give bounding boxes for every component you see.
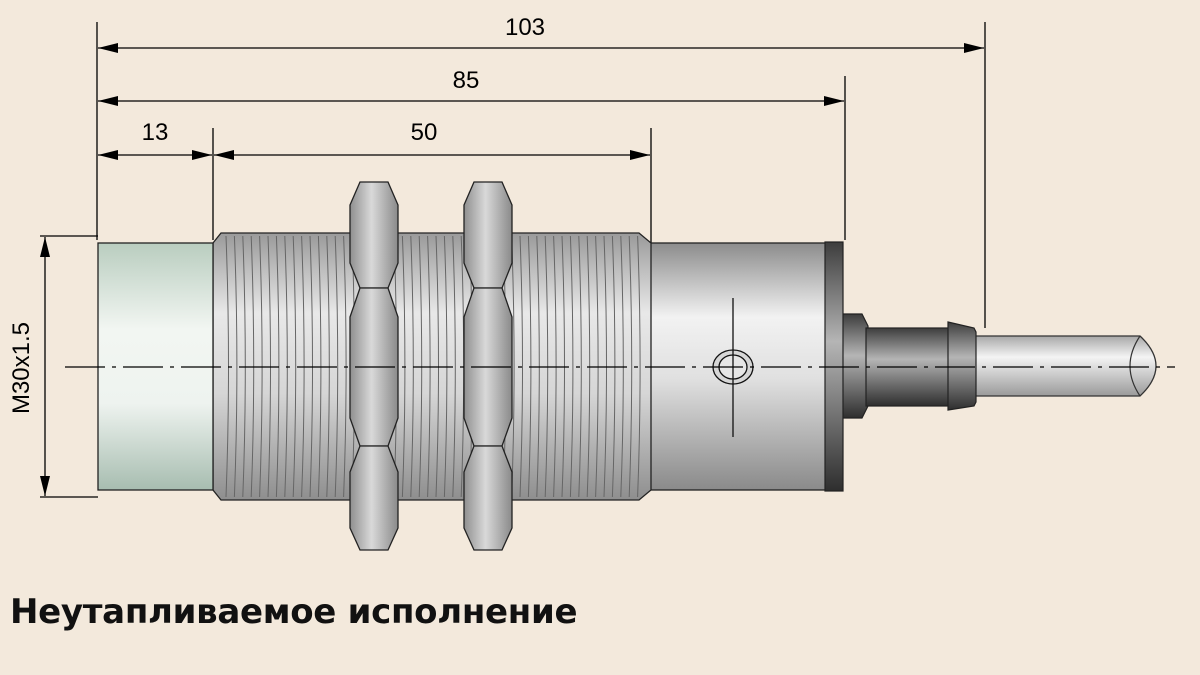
caption: Неутапливаемое исполнение [10,592,578,632]
sensor-drawing: 103 85 13 50 M30x1.5 [8,14,1175,551]
extension-lines [40,22,986,498]
dim-face: 13 [142,119,169,146]
cable [967,335,1157,397]
dim-overall: 103 [505,14,545,41]
dim-thread: 50 [411,119,438,146]
nut-1 [349,181,399,551]
dim-thread-size: M30x1.5 [8,322,35,414]
dimension-lines [40,43,984,496]
dim-housing: 85 [453,67,480,94]
cable-gland [841,313,977,419]
nut-2 [463,181,513,551]
